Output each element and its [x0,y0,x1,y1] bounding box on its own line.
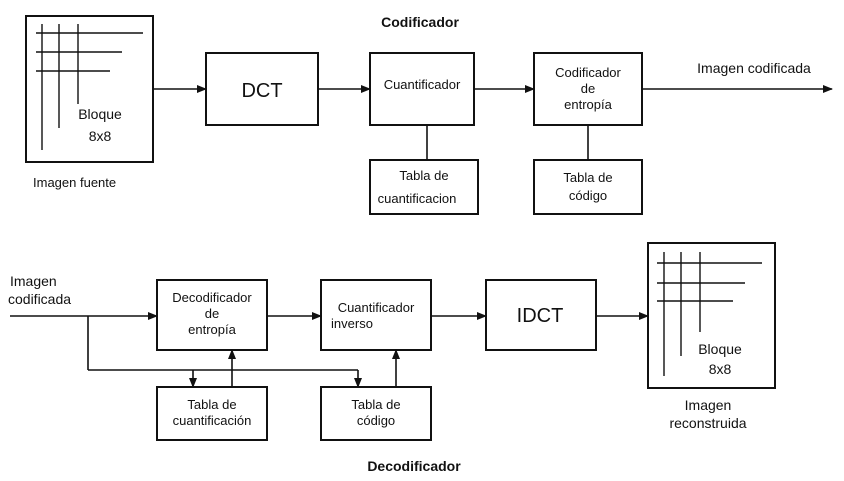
encoder-code-table-line2: código [569,188,607,203]
encoder-quant-table-block: Tabla de cuantificacion [369,159,479,215]
entropy-encoder-block: Codificador de entropía [533,52,643,126]
encoder-quant-table-line2: cuantificacion [378,191,457,206]
quantizer-block: Cuantificador [369,52,475,126]
entropy-decoder-block: Decodificador de entropía [156,279,268,351]
inverse-quantizer-block: Cuantificador inverso [320,279,432,351]
decoder-connections [10,312,649,388]
decoder-quant-table-line2: cuantificación [173,413,252,428]
idct-label: IDCT [517,305,564,327]
source-block-label: Bloque [78,106,122,122]
entropy-encoder-line1: Codificador [555,65,621,80]
decoder-input-line2: codificada [8,291,71,307]
dct-label: DCT [241,80,282,102]
inverse-quantizer-line2: inverso [331,316,373,331]
encoder-connections [153,85,833,160]
entropy-decoder-line3: entropía [188,322,236,337]
decoder-code-table-line2: código [357,413,395,428]
decoder-quant-table-block: Tabla de cuantificación [156,386,268,441]
quantizer-label: Cuantificador [384,77,461,92]
entropy-decoder-line1: Decodificador [172,290,252,305]
encoded-output-label: Imagen codificada [697,60,811,76]
reconstructed-block-grid [657,252,762,376]
encoder-code-table-block: Tabla de código [533,159,643,215]
source-image-label: Imagen fuente [33,175,116,190]
source-block-grid [36,24,143,150]
encoder-code-table-line1: Tabla de [563,170,612,185]
encoder-title: Codificador [381,14,459,30]
entropy-decoder-line2: de [205,306,219,321]
source-image-block: Bloque 8x8 [25,15,154,163]
reconstructed-image-block: Bloque 8x8 [647,242,776,389]
entropy-encoder-line2: de [581,81,595,96]
decoder-code-table-block: Tabla de código [320,386,432,441]
reconstructed-image-line1: Imagen [685,397,732,413]
reconstructed-block-size: 8x8 [709,361,732,377]
decoder-code-table-line1: Tabla de [351,397,400,412]
dct-block: DCT [205,52,319,126]
entropy-encoder-line3: entropía [564,97,612,112]
idct-block: IDCT [485,279,597,351]
encoder-quant-table-line1: Tabla de [399,168,448,183]
inverse-quantizer-line1: Cuantificador [338,300,415,315]
source-block-size: 8x8 [89,128,112,144]
decoder-quant-table-line1: Tabla de [187,397,236,412]
decoder-input-line1: Imagen [10,273,57,289]
reconstructed-block-label: Bloque [698,341,742,357]
reconstructed-image-line2: reconstruida [669,415,746,431]
decoder-title: Decodificador [367,458,461,474]
